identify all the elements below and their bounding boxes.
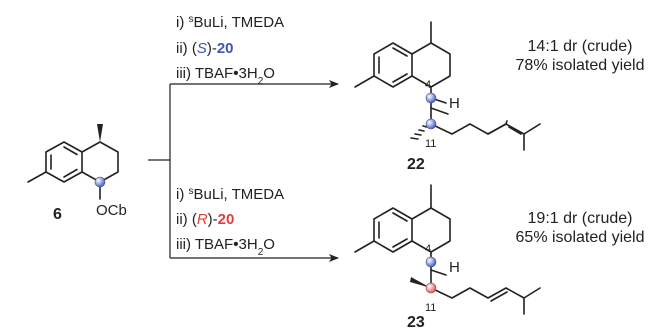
compound-label-6: 6	[53, 206, 62, 223]
top-position-11: 11	[425, 138, 436, 150]
top-position-4: 4	[425, 79, 431, 91]
bottom-condition-3: iii) TBAF•3H2O	[176, 236, 275, 258]
bottom-results: 19:1 dr (crude) 65% isolated yield	[516, 210, 645, 246]
bottom-hydrogen: H	[449, 259, 460, 276]
bottom-dr: 19:1 dr (crude)	[528, 210, 633, 227]
product-23: 4 11 H 23	[354, 184, 541, 331]
top-dr: 14:1 dr (crude)	[528, 38, 633, 55]
top-condition-1: i) sBuLi, TMEDA	[176, 14, 284, 32]
top-results: 14:1 dr (crude) 78% isolated yield	[516, 38, 645, 74]
bottom-condition-2: ii) (R)-20	[176, 211, 234, 228]
bottom-position-4: 4	[425, 243, 431, 255]
ocb-group: OCb	[96, 202, 127, 219]
top-condition-2: ii) (S)-20	[176, 40, 234, 57]
starting-material-6: OCb 6	[27, 124, 127, 223]
bottom-conditions: i) sBuLi, TMEDA ii) (R)-20 iii) TBAF•3H2…	[176, 186, 284, 258]
top-conditions: i) sBuLi, TMEDA ii) (S)-20 iii) TBAF•3H2…	[176, 14, 284, 87]
top-yield: 78% isolated yield	[516, 57, 645, 74]
bottom-position-11: 11	[425, 302, 436, 314]
compound-label-23: 23	[407, 314, 425, 331]
reaction-arrows	[148, 80, 339, 262]
top-hydrogen: H	[449, 95, 460, 112]
top-condition-3: iii) TBAF•3H2O	[176, 65, 275, 87]
bottom-condition-1: i) sBuLi, TMEDA	[176, 186, 284, 204]
product-22: 4 11 H 22	[354, 21, 541, 173]
compound-label-22: 22	[407, 156, 425, 173]
bottom-yield: 65% isolated yield	[516, 229, 645, 246]
